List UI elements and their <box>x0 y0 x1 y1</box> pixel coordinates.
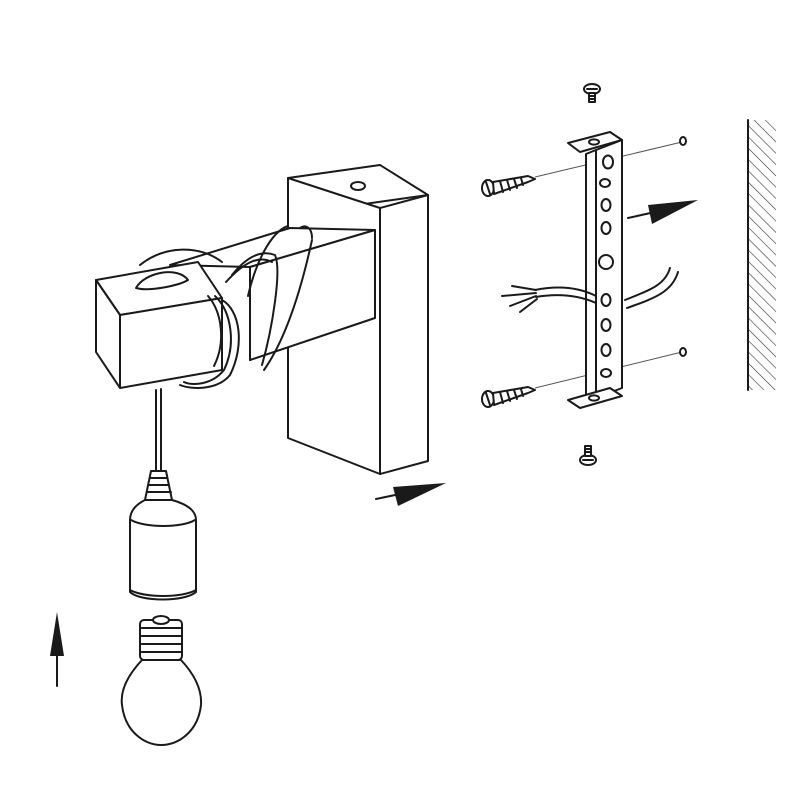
wall-plug <box>679 347 687 357</box>
lamp-arm <box>95 225 376 389</box>
wall-screw <box>481 386 536 408</box>
bracket-screw <box>579 445 597 466</box>
lamp-socket <box>129 470 197 601</box>
light-bulb <box>120 615 203 746</box>
supply-wires <box>501 267 679 313</box>
arrow-right-icon <box>375 483 446 506</box>
wall-screw <box>481 175 536 197</box>
bracket-screw <box>583 83 601 103</box>
wall-plug <box>679 136 687 146</box>
arrow-up-icon <box>50 612 64 687</box>
mounting-bracket <box>567 131 623 409</box>
arrow-right-icon <box>627 200 698 224</box>
wall <box>747 119 776 391</box>
pendant-cord <box>155 388 162 473</box>
